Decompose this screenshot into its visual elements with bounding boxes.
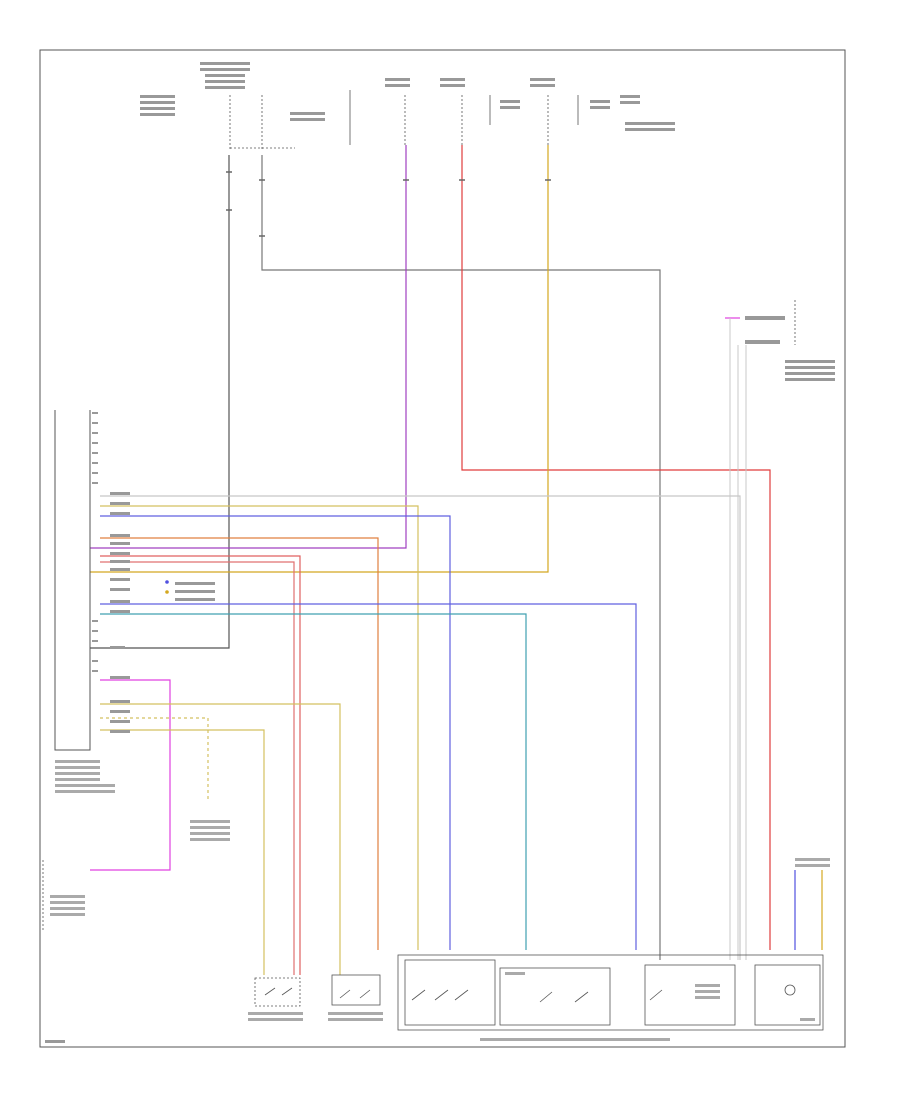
wire-feed-black (90, 155, 230, 649)
fuse-symbols (229, 90, 579, 150)
wire-ecu-blue-1 (100, 515, 451, 950)
feed-wires (90, 145, 771, 960)
ecu-wires (90, 495, 741, 975)
ecu-connector (54, 410, 115, 793)
left-sensor (42, 860, 85, 930)
right-sensor-connector (725, 300, 835, 381)
wire-feed-violet (90, 145, 407, 549)
wire-ecu-cyan (100, 613, 527, 950)
wire-feed-yellow (90, 145, 549, 573)
wire-ecu-yellow-3 (100, 717, 209, 800)
control-module-labels (480, 858, 830, 1041)
wire-ecu-pink (90, 679, 171, 871)
control-module (397, 954, 824, 1031)
wire-ecu-white-1 (100, 495, 741, 960)
wire-ecu-yellow-1 (100, 505, 419, 950)
ecu-wire-labels (110, 492, 215, 733)
diagram-frame (39, 49, 846, 1048)
wire-splice-marks (226, 171, 551, 237)
wire-ecu-yellow-4 (100, 729, 265, 975)
wire-feed-gray (261, 155, 661, 960)
fuse-labels-top (140, 62, 675, 131)
wire-ecu-blue-2 (100, 603, 637, 950)
ecu-wire-dots (165, 580, 169, 594)
wire-ecu-orange (100, 537, 379, 950)
right-sensor-wires (729, 318, 747, 960)
middle-switch (328, 974, 383, 1021)
middle-sensor-labels (190, 820, 230, 841)
footer-ref-mark (45, 1040, 65, 1043)
wire-ecu-yellow-2 (100, 703, 341, 975)
left-switch (248, 977, 303, 1021)
wire-ecu-red-2 (100, 555, 301, 975)
wire-ecu-pink-2 (100, 561, 295, 975)
module-right-wires (794, 870, 823, 950)
wire-feed-red (461, 145, 771, 950)
